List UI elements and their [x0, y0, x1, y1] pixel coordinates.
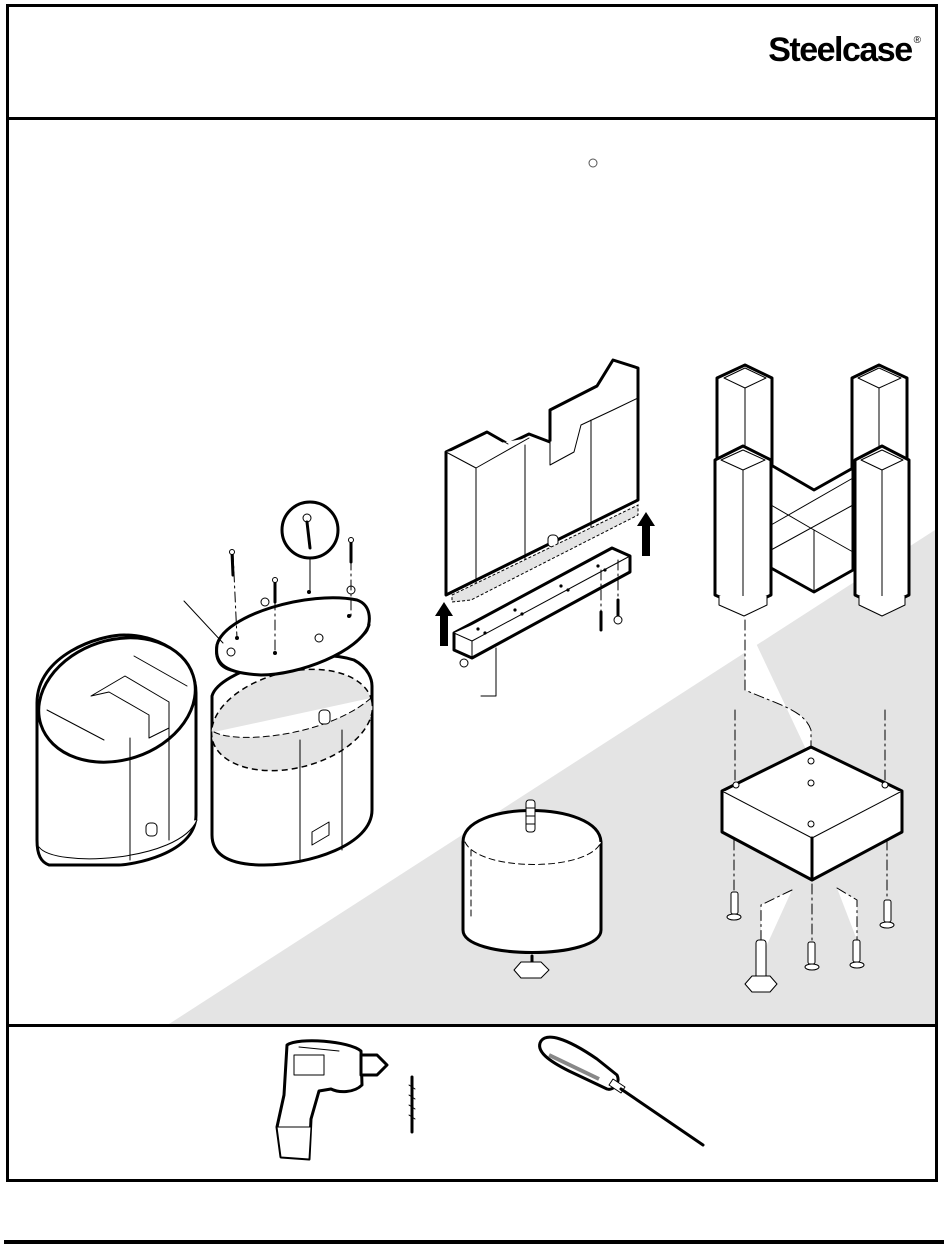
- detail-callout-circle: [282, 502, 338, 558]
- registered-mark: ®: [914, 35, 921, 46]
- tools-section: [9, 1024, 935, 1179]
- arrow-up-icon: [435, 602, 453, 646]
- drill-icon: [277, 1041, 387, 1159]
- illustration-canvas: [9, 120, 935, 1024]
- drill-bit-icon: [409, 1077, 415, 1132]
- oval-pedestal-icon: [22, 618, 211, 865]
- illustration-area: [9, 120, 935, 1024]
- brand-name: Steelcase: [768, 31, 911, 69]
- footer-rule: [4, 1240, 944, 1244]
- tools-canvas: [9, 1027, 935, 1177]
- brand-logo: Steelcase®: [768, 31, 921, 70]
- oval-pedestal-exploded-icon: [184, 502, 383, 865]
- arrow-up-icon: [637, 512, 655, 556]
- panel-base-icon: [435, 360, 655, 696]
- screwdriver-icon: [540, 1037, 703, 1145]
- page-frame: Steelcase®: [6, 4, 938, 1182]
- bullet-circle-icon: [589, 159, 597, 167]
- header: Steelcase®: [9, 7, 935, 120]
